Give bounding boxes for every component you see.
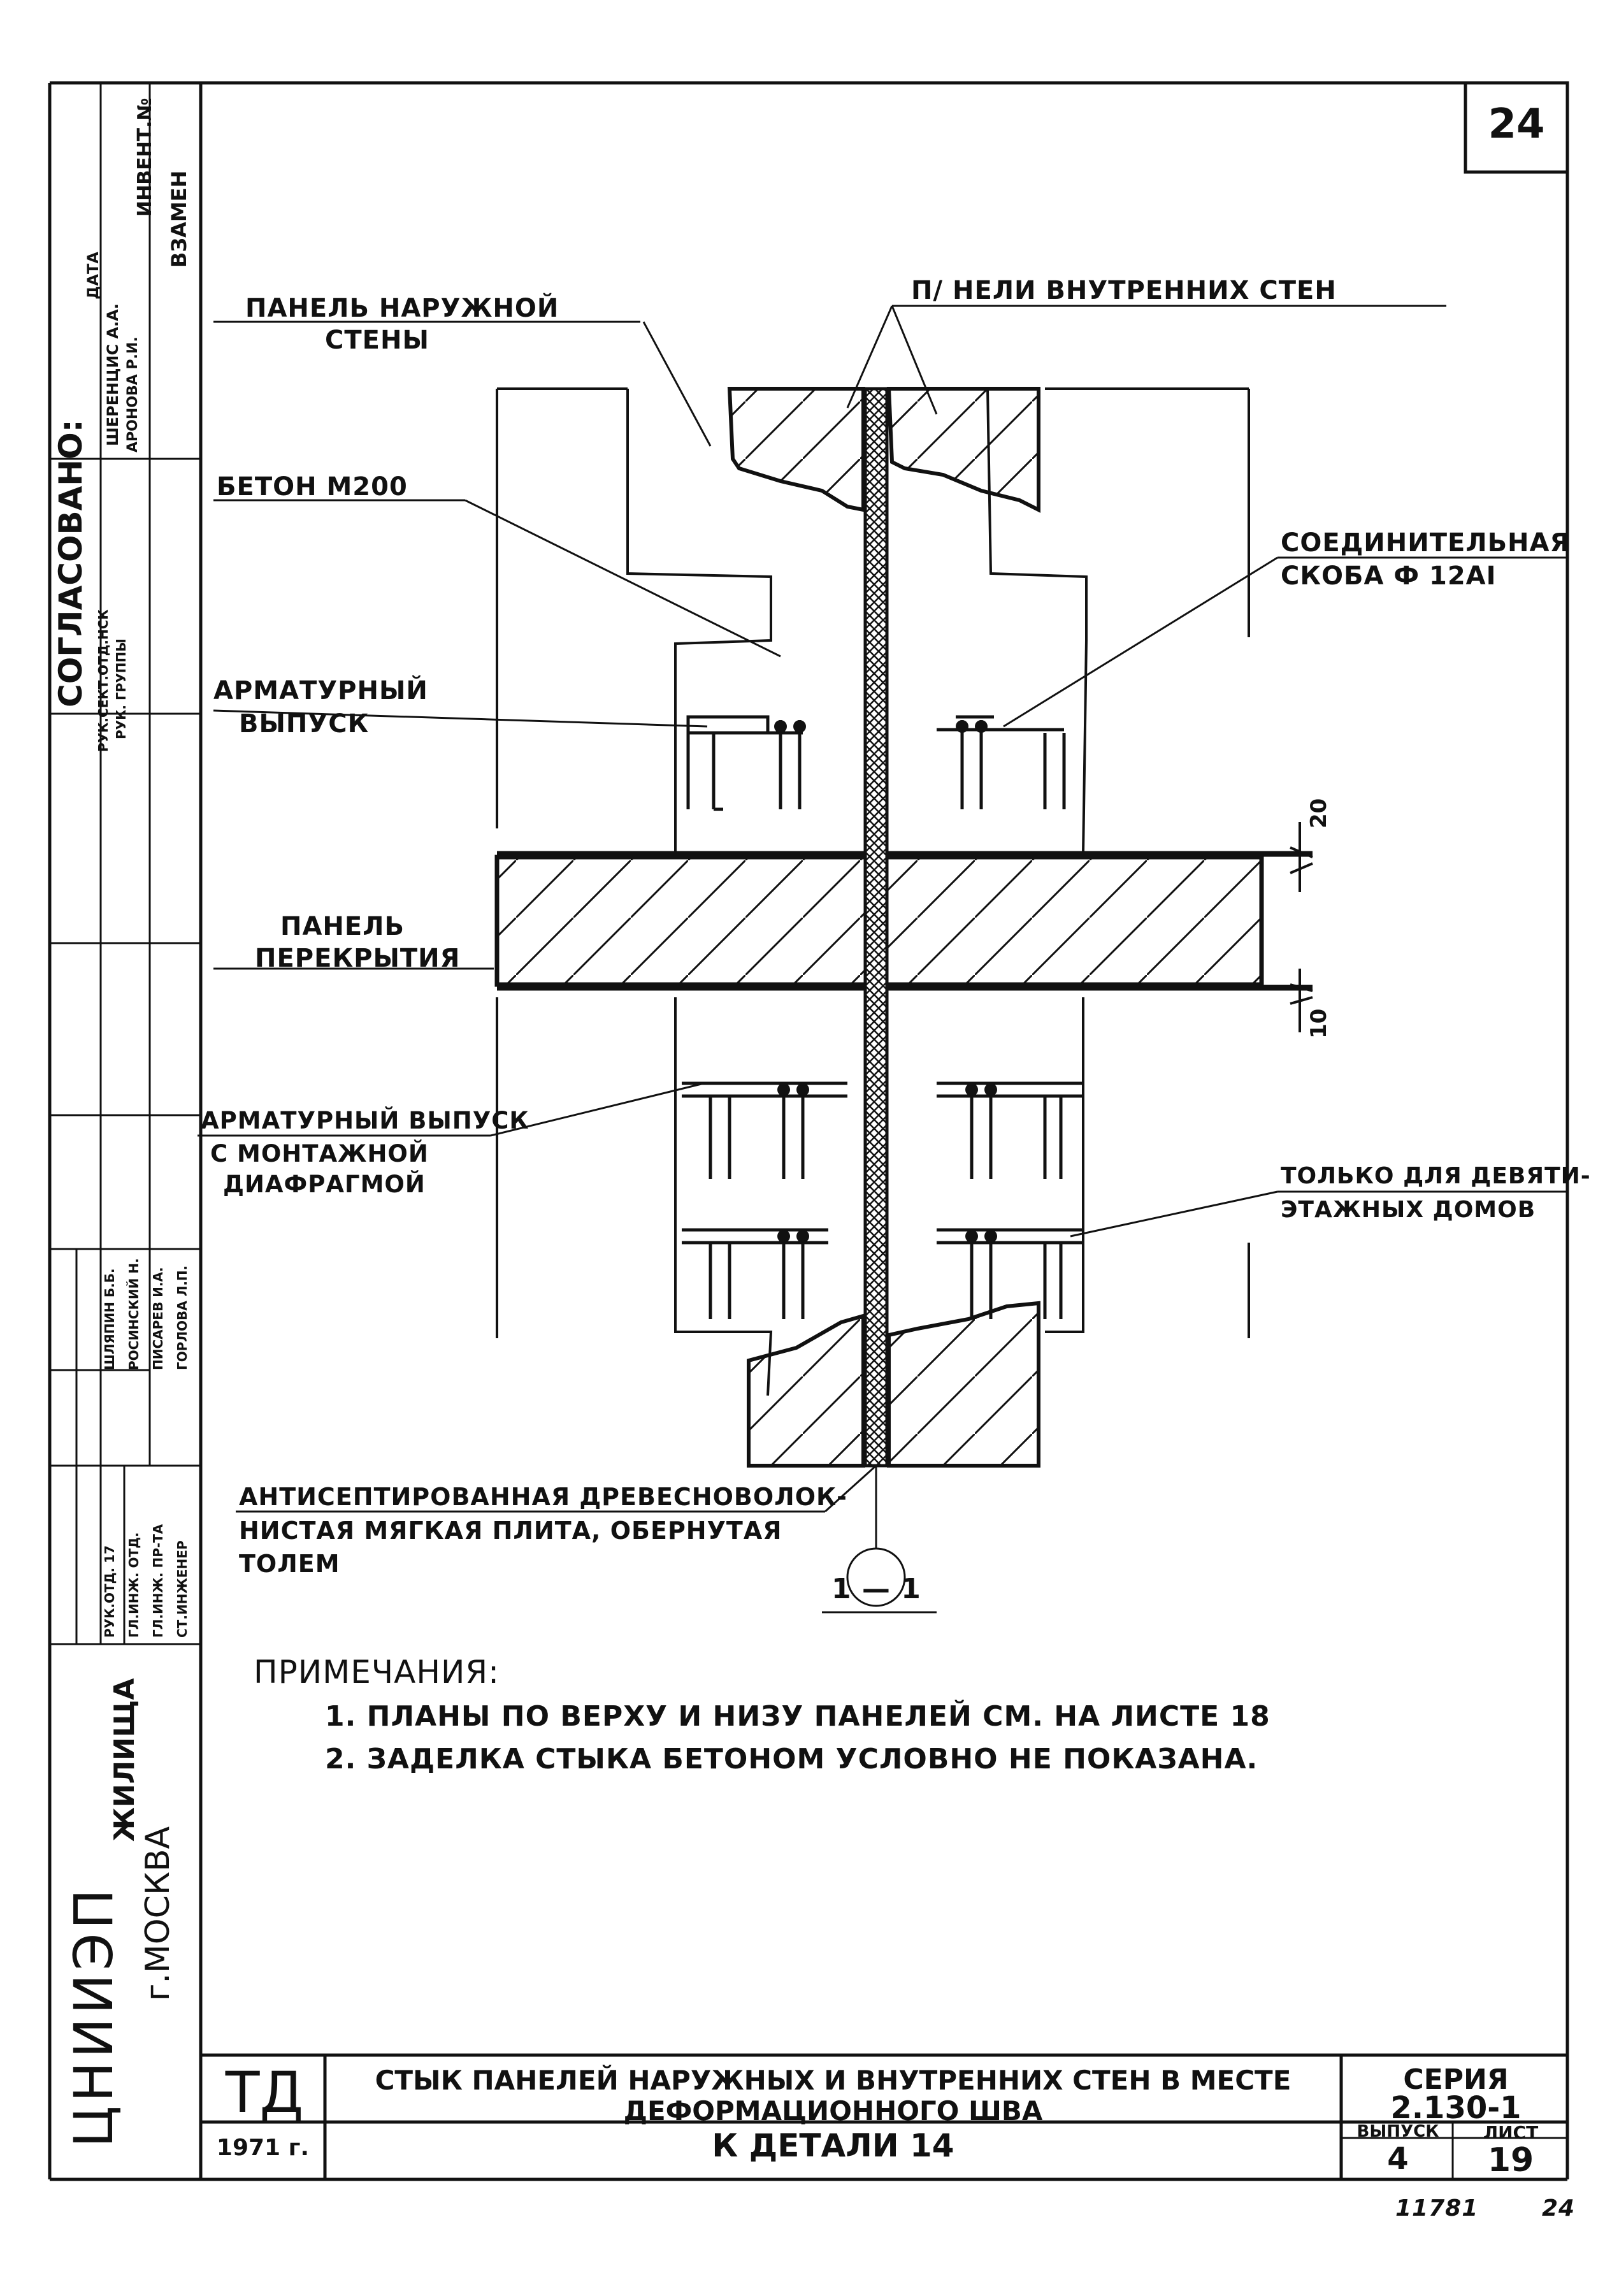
note-2: 2. ЗАДЕЛКА СТЫКА БЕТОНОМ УСЛОВНО НЕ ПОКА… <box>325 1743 1258 1775</box>
label-fiberboard-1: АНТИСЕПТИРОВАННАЯ ДРЕВЕСНОВОЛОК- <box>239 1483 847 1511</box>
sig-role-0: РУК.ОТД. 17 <box>102 1545 117 1638</box>
tb-title-2: ДЕФОРМАЦИОННОГО ШВА <box>623 2095 1043 2126</box>
sig-name-3: ГОРЛОВА Л.П. <box>175 1265 190 1370</box>
bottom-mark-2: 24 <box>1542 2195 1576 2221</box>
sig-role-1: ГЛ.ИНЖ. ОТД. <box>126 1532 141 1638</box>
section-marker-circle <box>846 1547 906 1607</box>
label-fiberboard-2: НИСТАЯ МЯГКАЯ ПЛИТА, ОБЕРНУТАЯ <box>239 1517 782 1545</box>
side-block-grid <box>50 83 201 1645</box>
tb-year: 1971 г. <box>216 2135 310 2161</box>
tb-issue-value: 4 <box>1387 2141 1409 2177</box>
inv-header: ИНВЕНТ.№ <box>134 97 156 217</box>
label-outer-panel-1: ПАНЕЛЬ НАРУЖНОЙ <box>245 294 559 323</box>
inner-panel-top-right <box>886 387 1040 513</box>
org-name: ЦНИИЭП <box>62 1885 125 2148</box>
label-nine-storey-2: ЭТАЖНЫХ ДОМОВ <box>1281 1197 1536 1223</box>
label-floor-1: ПАНЕЛЬ <box>280 912 405 941</box>
section-label: 1 — 1 <box>831 1573 921 1605</box>
rebar-loops <box>682 715 1083 1319</box>
side-name-0: ШЕРЕНЦИС А.А. <box>104 303 122 446</box>
notes-title: ПРИМЕЧАНИЯ: <box>254 1654 500 1691</box>
side-role-1: РУК. ГРУППЫ <box>113 638 129 739</box>
side-role-0: РУК.СЕКТ.ОТД.НСК <box>96 609 111 752</box>
org-sub: ЖИЛИЩА <box>108 1678 141 1842</box>
label-fiberboard-3: ТОЛЕМ <box>239 1550 340 1578</box>
label-bracket-2: СКОБА Ф 12АI <box>1281 561 1497 591</box>
sig-name-2: ПИСАРЕВ И.А. <box>150 1267 166 1370</box>
label-bracket-1: СОЕДИНИТЕЛЬНАЯ <box>1281 528 1571 558</box>
org-city: г.МОСКВА <box>139 1826 177 2001</box>
leader-lines <box>198 305 1567 1614</box>
label-outer-panel-2: СТЕНЫ <box>325 326 429 355</box>
inner-panel-bottom-right <box>887 1301 1040 1468</box>
side-name-1: АРОНОВА Р.И. <box>125 336 141 452</box>
label-diaphragm-1: АРМАТУРНЫЙ ВЫПУСК <box>201 1107 529 1134</box>
label-rebar-1: АРМАТУРНЫЙ <box>213 676 428 705</box>
label-concrete: БЕТОН М200 <box>217 472 408 502</box>
label-nine-storey-1: ТОЛЬКО ДЛЯ ДЕВЯТИ- <box>1281 1163 1591 1189</box>
tb-sheet-value: 19 <box>1487 2141 1534 2179</box>
tb-issue-label: ВЫПУСК <box>1356 2122 1439 2141</box>
label-rebar-2: ВЫПУСК <box>239 709 370 739</box>
sig-name-1: РОСИНСКИЙ Н. <box>126 1258 141 1370</box>
dimension-marks <box>1290 822 1313 1032</box>
tb-series-label: СЕРИЯ <box>1403 2063 1509 2096</box>
bottom-mark-1: 11781 <box>1395 2195 1479 2221</box>
sig-name-0: ШЛЯПИН Б.Б. <box>102 1268 117 1370</box>
dim-top: 20 <box>1306 798 1332 828</box>
inner-panel-bottom-left <box>747 1313 865 1468</box>
tb-detail: К ДЕТАЛИ 14 <box>712 2127 954 2164</box>
sig-role-2: ГЛ.ИНЖ. ПР-ТА <box>150 1524 166 1638</box>
tb-title-1: СТЫК ПАНЕЛЕЙ НАРУЖНЫХ И ВНУТРЕННИХ СТЕН … <box>375 2065 1292 2096</box>
agreed-title: СОГЛАСОВАНО: <box>52 419 89 707</box>
wall-outline <box>496 387 1250 1396</box>
sheet-frame <box>48 81 1569 2181</box>
note-1: 1. ПЛАНЫ ПО ВЕРХУ И НИЗУ ПАНЕЛЕЙ СМ. НА … <box>325 1700 1270 1733</box>
label-diaphragm-3: ДИАФРАГМОЙ <box>223 1171 426 1198</box>
date-header: ДАТА <box>84 252 102 300</box>
deformation-seam <box>863 387 889 1468</box>
rebar-dots <box>774 720 997 1243</box>
sheet-number: 24 <box>1488 101 1545 148</box>
dim-bottom: 10 <box>1306 1008 1332 1039</box>
sheet-number-box <box>1464 81 1569 174</box>
label-floor-2: ПЕРЕКРЫТИЯ <box>255 944 461 973</box>
sig-role-3: СТ.ИНЖЕНЕР <box>175 1540 190 1638</box>
tb-series-value: 2.130-1 <box>1390 2090 1522 2126</box>
title-block-grid <box>201 2053 1567 2179</box>
inner-panel-top-left <box>727 387 865 512</box>
tb-sheet-label: ЛИСТ <box>1483 2122 1539 2143</box>
replace-header: ВЗАМЕН <box>167 170 191 268</box>
label-diaphragm-2: С МОНТАЖНОЙ <box>210 1140 429 1167</box>
tb-code: ТД <box>225 2060 304 2125</box>
label-inner-panels: П/ НЕЛИ ВНУТРЕННИХ СТЕН <box>911 276 1337 305</box>
